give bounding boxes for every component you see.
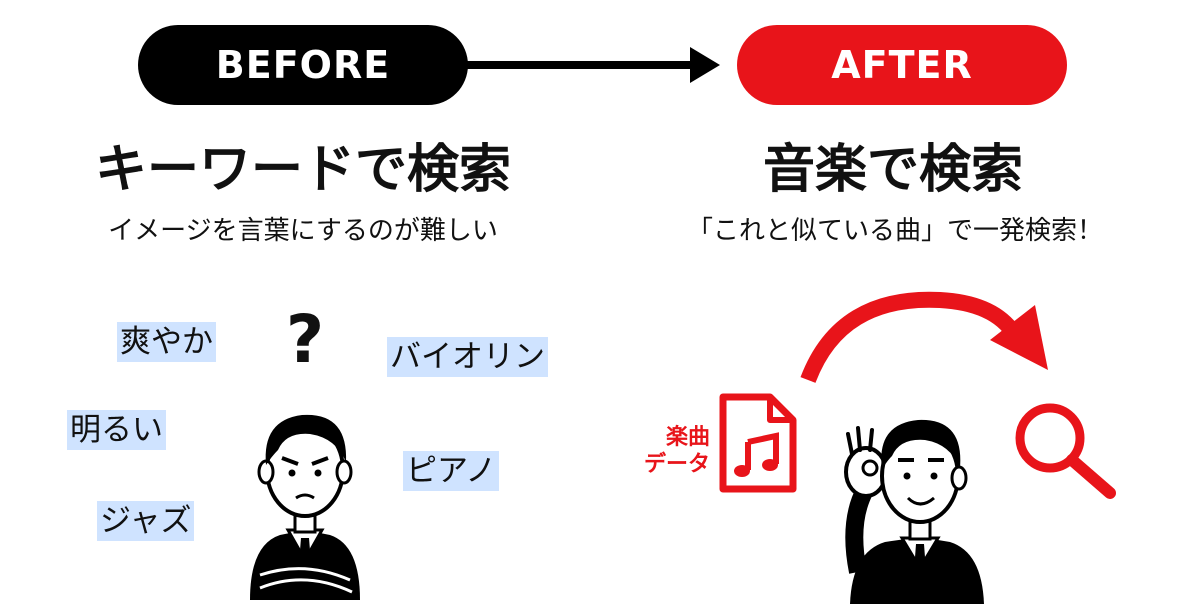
- ok-man-icon: [844, 419, 984, 604]
- after-subtitle: 「これと似ている曲」で一発検索！: [686, 216, 1103, 246]
- confused-man-icon: [250, 414, 360, 600]
- after-title: 音楽で検索: [762, 140, 1023, 200]
- after-badge: AFTER: [737, 25, 1067, 105]
- file-label-line1: 楽曲: [665, 425, 710, 450]
- before-subtitle: イメージを言葉にするのが難しい: [108, 216, 498, 246]
- arrow-right-head: [690, 47, 720, 83]
- curved-arrow-icon: [800, 291, 1048, 383]
- question-mark-icon: ?: [285, 301, 325, 378]
- before-badge: BEFORE: [138, 25, 468, 105]
- file-label-line2: データ: [643, 452, 710, 477]
- keyword-tag: 明るい: [67, 410, 166, 450]
- search-icon: [1015, 403, 1116, 499]
- keyword-tag: ジャズ: [97, 501, 195, 541]
- keyword-tag: ピアノ: [403, 451, 500, 491]
- keyword-tag: 爽やか: [117, 322, 216, 362]
- keyword-tag: バイオリン: [387, 337, 548, 377]
- music-file-icon: [719, 393, 797, 493]
- arrow-right-icon: [466, 61, 696, 69]
- before-title: キーワードで検索: [94, 140, 511, 200]
